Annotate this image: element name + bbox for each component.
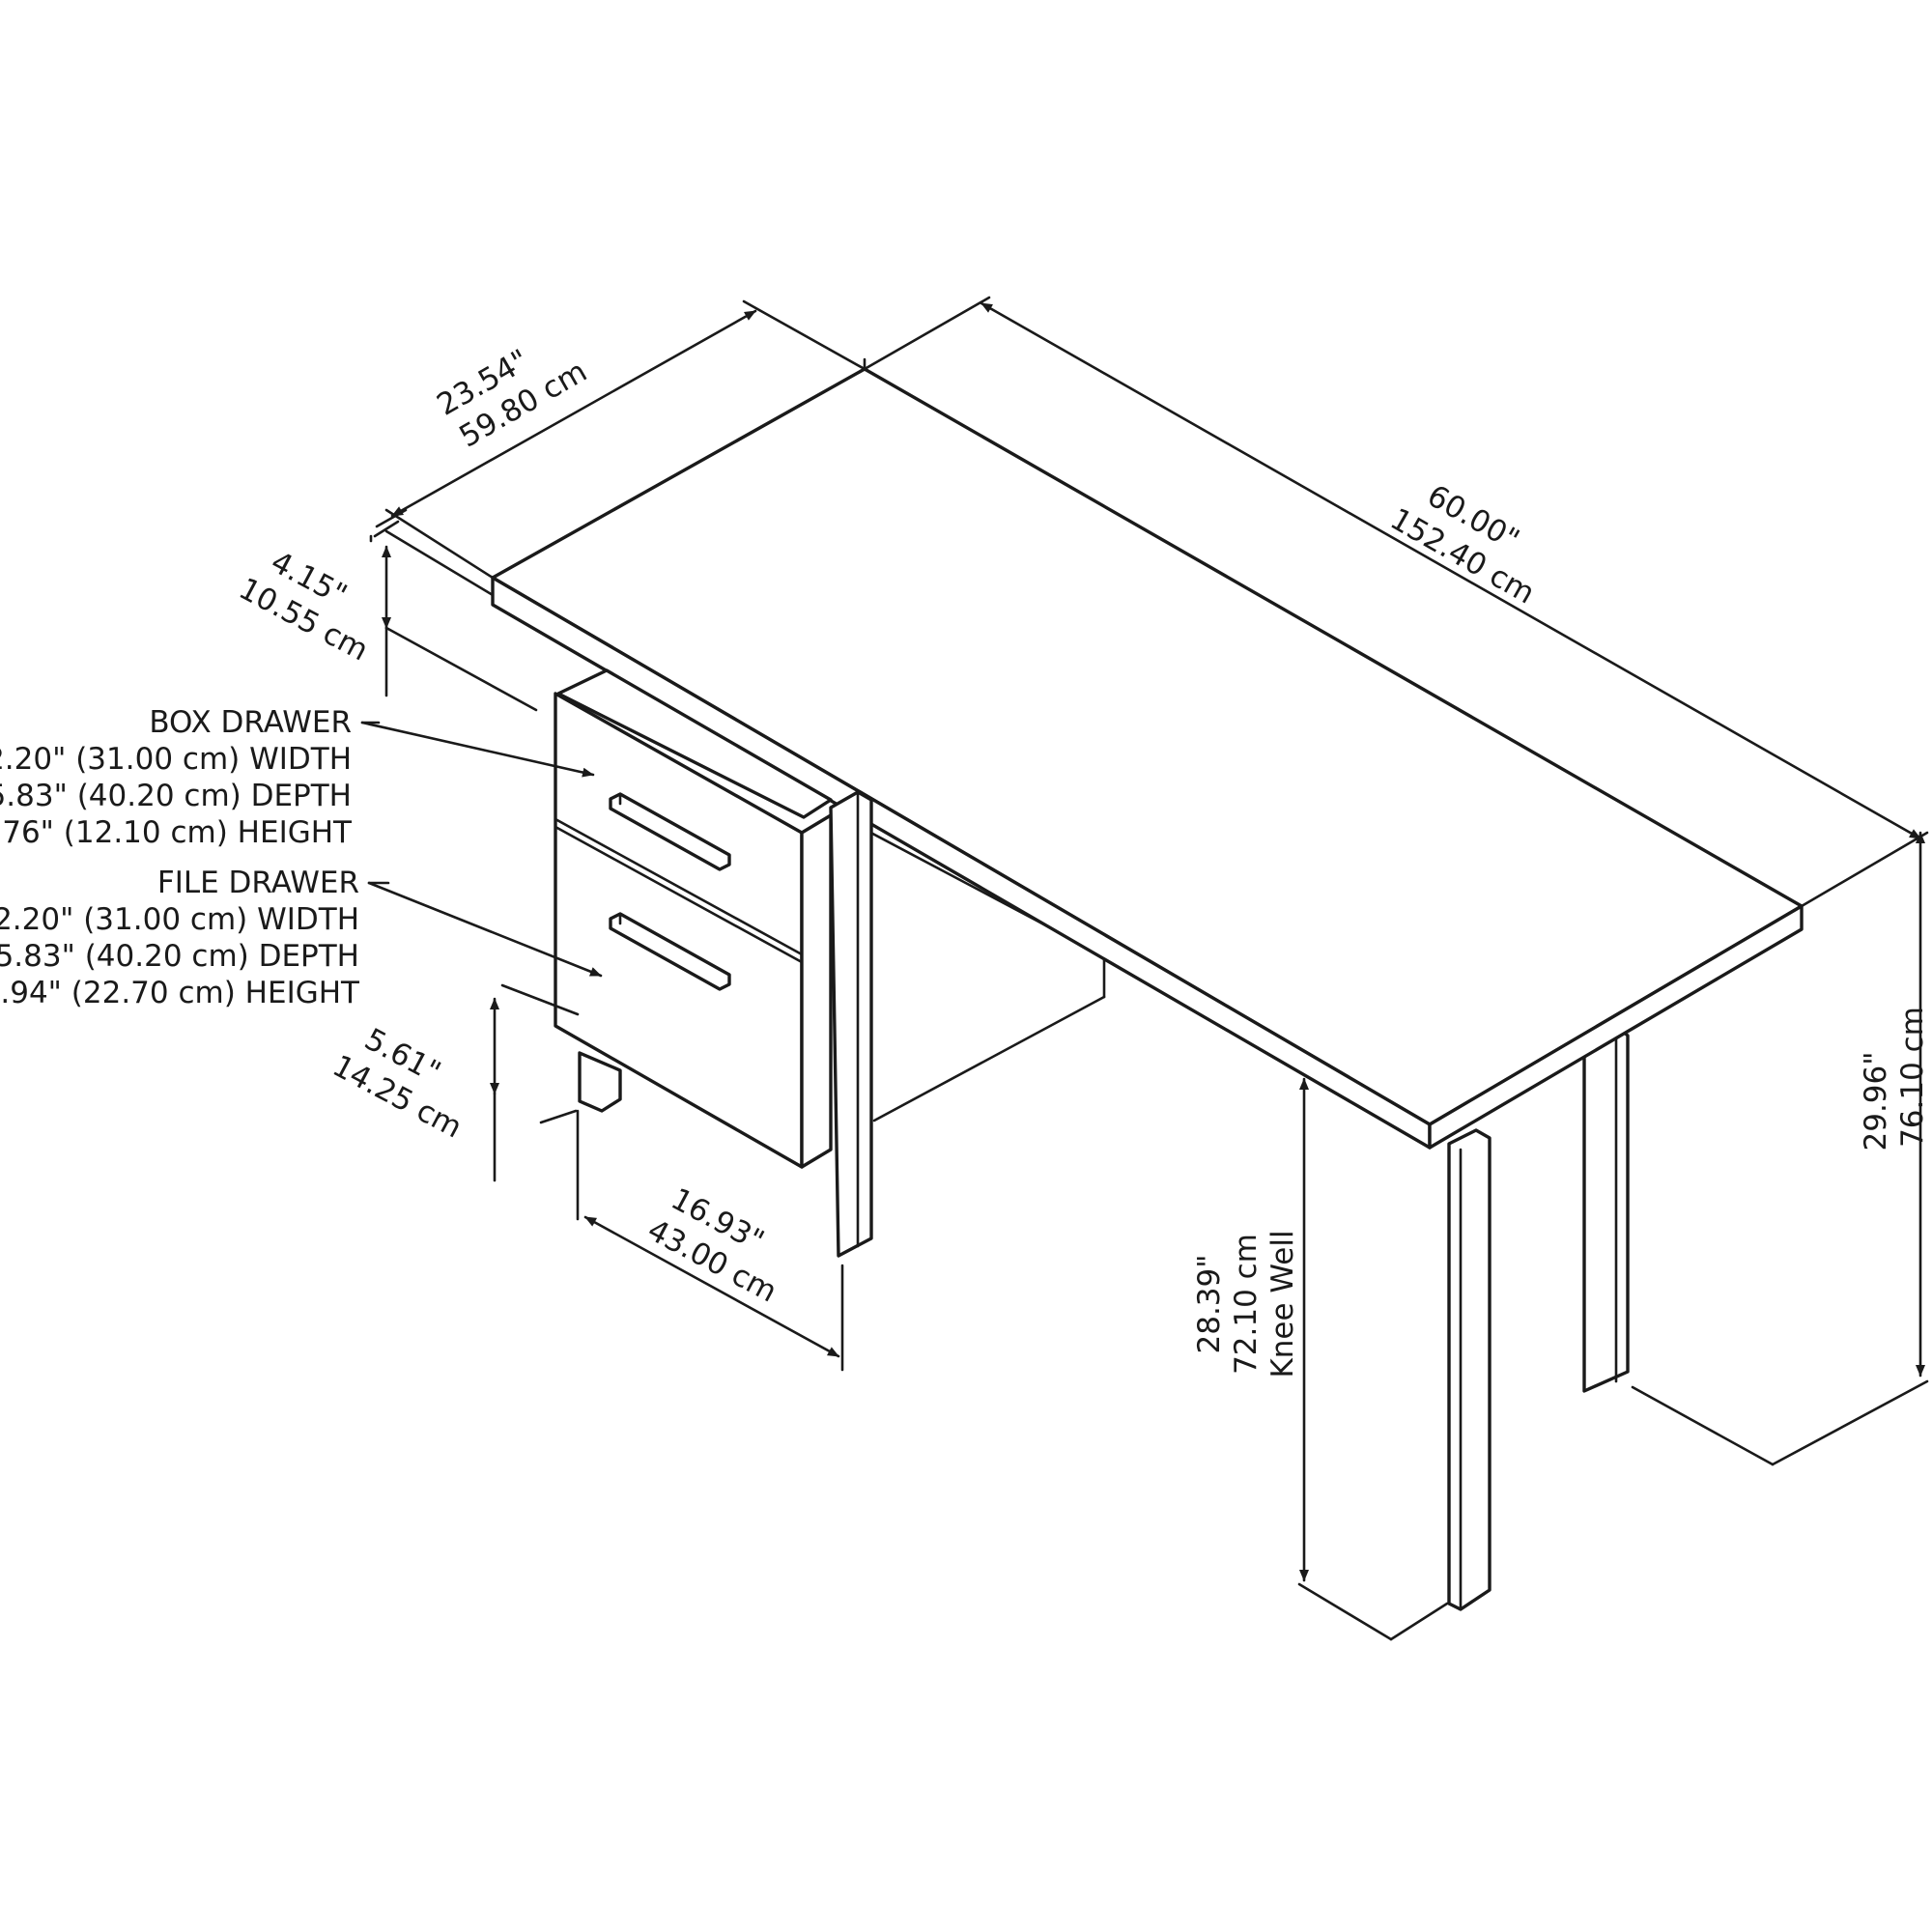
box-drawer-title: BOX DRAWER bbox=[149, 705, 352, 740]
file-drawer-height: 8.94" (22.70 cm) HEIGHT bbox=[0, 976, 360, 1010]
box-drawer-height: 4.76" (12.10 cm) HEIGHT bbox=[0, 815, 353, 850]
top-thickness-tick-top bbox=[373, 520, 400, 538]
top-thickness-label: 4.15" 10.55 cm bbox=[233, 545, 374, 668]
depth-ext-end bbox=[742, 299, 867, 371]
box-drawer-callout: BOX DRAWER 12.20" (31.00 cm) WIDTH 15.83… bbox=[0, 705, 353, 850]
leader-lines bbox=[360, 721, 603, 978]
file-drawer-width: 12.20" (31.00 cm) WIDTH bbox=[0, 902, 359, 937]
box-drawer-depth: 15.83" (40.20 cm) DEPTH bbox=[0, 779, 352, 813]
height-inches: 29.96" bbox=[1859, 1051, 1893, 1151]
width-ext-start bbox=[863, 296, 991, 371]
height-label: 29.96" 76.10 cm bbox=[1859, 1007, 1930, 1151]
rear-right-leg bbox=[1582, 1024, 1630, 1393]
knee-well-text: Knee Well bbox=[1265, 1230, 1300, 1378]
front-right-leg bbox=[1447, 1128, 1492, 1611]
dimension-lines bbox=[369, 296, 1925, 1582]
width-dim-line bbox=[980, 301, 1922, 840]
pedestal-leg bbox=[578, 1051, 622, 1113]
knee-well-label: 28.39" 72.10 cm Knee Well bbox=[1192, 1230, 1300, 1378]
knee-well-inches: 28.39" bbox=[1192, 1254, 1227, 1353]
height-cm: 76.10 cm bbox=[1895, 1007, 1930, 1148]
box-drawer-leader bbox=[360, 721, 595, 778]
depth-dim-line bbox=[390, 309, 757, 518]
center-leg bbox=[829, 790, 873, 1258]
box-drawer-width: 12.20" (31.00 cm) WIDTH bbox=[0, 742, 352, 777]
file-drawer-callout: FILE DRAWER 12.20" (31.00 cm) WIDTH 15.8… bbox=[0, 866, 360, 1010]
depth-ext-start bbox=[375, 508, 408, 528]
width-label: 60.00" 152.40 cm bbox=[1384, 478, 1541, 611]
file-drawer-leader bbox=[367, 881, 603, 978]
file-drawer-title: FILE DRAWER bbox=[157, 866, 359, 900]
file-drawer-depth: 15.83" (40.20 cm) DEPTH bbox=[0, 939, 359, 974]
top-thickness-ext-bottom bbox=[384, 626, 538, 712]
pedestal-width-label: 16.93" 43.00 cm bbox=[641, 1181, 782, 1310]
drawer-handles bbox=[609, 792, 731, 991]
clearance-label: 5.61" 14.25 cm bbox=[327, 1022, 468, 1146]
pedestal-width-dim-line bbox=[583, 1215, 840, 1358]
knee-well-cm: 72.10 cm bbox=[1229, 1234, 1264, 1375]
depth-label: 23.54" 59.80 cm bbox=[431, 343, 592, 455]
